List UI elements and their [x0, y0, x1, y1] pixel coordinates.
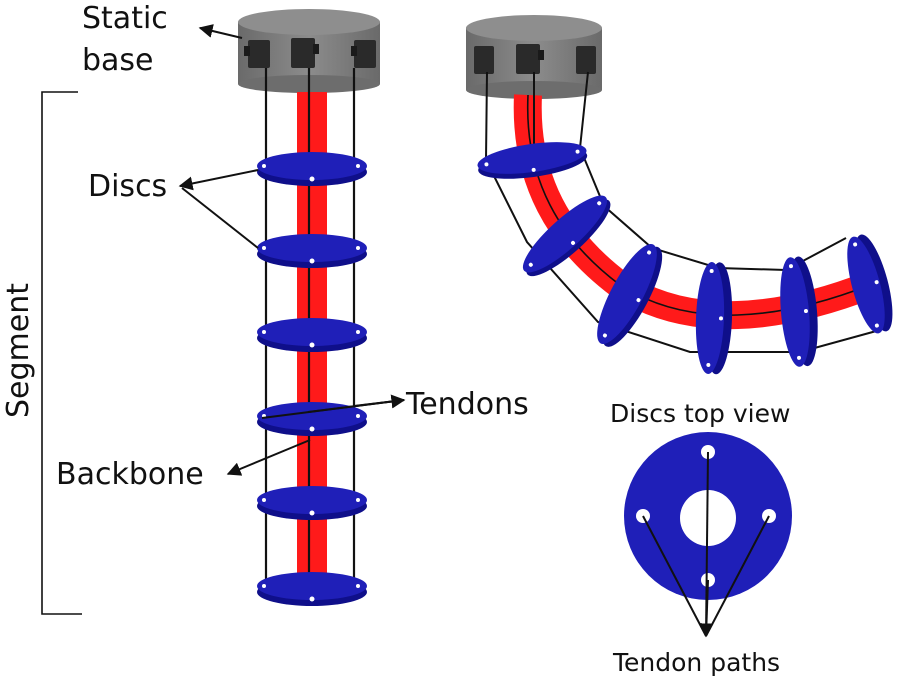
disc	[477, 142, 588, 179]
discs-bent	[477, 142, 893, 375]
actuator-2	[291, 38, 315, 68]
actuator-3	[354, 40, 376, 68]
disc	[522, 195, 611, 277]
label-static-base-1: Static	[82, 1, 168, 36]
disc	[780, 256, 818, 367]
disc	[257, 318, 367, 352]
disc	[257, 234, 367, 268]
straight-robot	[238, 9, 380, 606]
label-tendons: Tendons	[405, 387, 529, 422]
disc	[597, 243, 663, 347]
actuator-1	[248, 40, 270, 68]
disc	[257, 572, 367, 606]
static-base-straight	[238, 9, 380, 93]
leader-lines	[178, 24, 770, 638]
actuator-3	[576, 46, 596, 74]
actuator-2	[516, 44, 540, 74]
actuator-1	[474, 46, 494, 74]
backbone-arrow	[226, 439, 311, 476]
label-tendon-paths: Tendon paths	[612, 648, 780, 677]
disc	[695, 262, 733, 375]
bent-robot	[466, 15, 893, 375]
label-backbone: Backbone	[56, 457, 204, 492]
disc	[257, 486, 367, 520]
label-discs: Discs	[88, 169, 167, 204]
static-base-arrow	[198, 24, 243, 39]
label-discs-top-view: Discs top view	[610, 399, 790, 428]
segment-bracket	[41, 91, 82, 615]
disc	[847, 234, 893, 334]
label-segment: Segment	[1, 283, 36, 418]
disc	[257, 152, 367, 186]
label-static-base-2: base	[82, 43, 154, 78]
